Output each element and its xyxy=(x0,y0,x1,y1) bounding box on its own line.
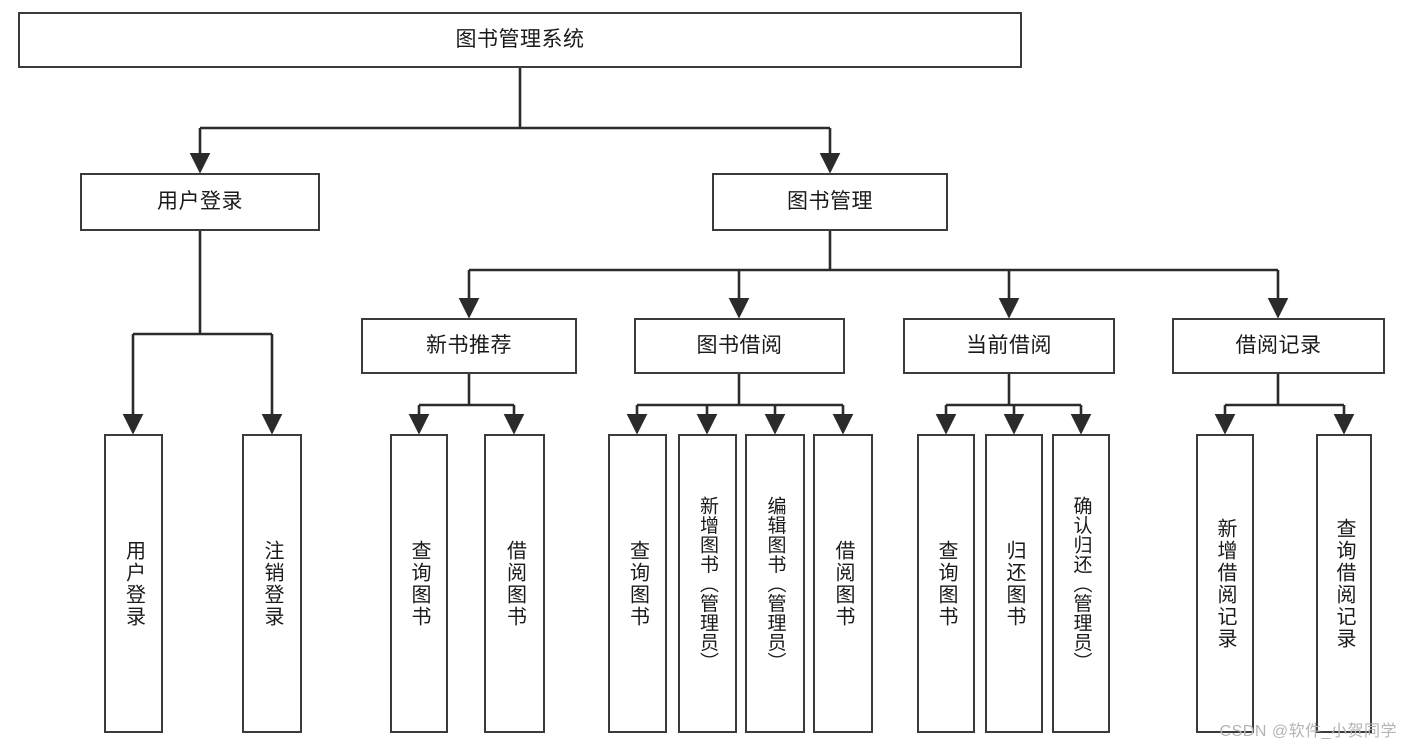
node-new-book-rec[interactable]: 新书推荐 xyxy=(361,318,577,374)
node-borrow-record[interactable]: 借阅记录 xyxy=(1172,318,1385,374)
leaf-add-record[interactable]: 新增借阅记录 xyxy=(1196,434,1254,733)
leaf-confirm-return-label: 确认归还（管理员） xyxy=(1070,495,1092,672)
leaf-query-book-br-label: 查询图书 xyxy=(626,539,649,628)
leaf-confirm-return[interactable]: 确认归还（管理员） xyxy=(1052,434,1110,733)
leaf-user-login[interactable]: 用户登录 xyxy=(104,434,163,733)
leaf-return-book-label: 归还图书 xyxy=(1003,539,1025,628)
leaf-edit-book-label: 编辑图书（管理员） xyxy=(764,495,786,672)
node-new-book-rec-label: 新书推荐 xyxy=(426,333,512,357)
leaf-query-book-rec[interactable]: 查询图书 xyxy=(390,434,448,733)
leaf-add-book[interactable]: 新增图书（管理员） xyxy=(678,434,737,733)
node-current-borrow-label: 当前借阅 xyxy=(966,333,1052,357)
node-book-borrow-label: 图书借阅 xyxy=(696,333,783,357)
node-book-borrow[interactable]: 图书借阅 xyxy=(634,318,845,374)
leaf-logout-label: 注销登录 xyxy=(261,539,283,628)
leaf-query-book-cb[interactable]: 查询图书 xyxy=(917,434,975,733)
leaf-query-book-cb-label: 查询图书 xyxy=(935,539,957,628)
node-book-admin[interactable]: 图书管理 xyxy=(712,173,948,231)
leaf-user-login-label: 用户登录 xyxy=(122,539,145,628)
leaf-borrow-book-br[interactable]: 借阅图书 xyxy=(813,434,873,733)
node-book-admin-label: 图书管理 xyxy=(787,189,873,213)
leaf-edit-book[interactable]: 编辑图书（管理员） xyxy=(745,434,805,733)
node-root-label: 图书管理系统 xyxy=(455,27,585,51)
leaf-query-record[interactable]: 查询借阅记录 xyxy=(1316,434,1372,733)
leaf-add-record-label: 新增借阅记录 xyxy=(1214,517,1236,650)
node-user-login[interactable]: 用户登录 xyxy=(80,173,320,231)
leaf-add-book-label: 新增图书（管理员） xyxy=(697,495,718,672)
leaf-borrow-book-br-label: 借阅图书 xyxy=(832,539,854,628)
leaf-borrow-book-rec[interactable]: 借阅图书 xyxy=(484,434,545,733)
leaf-query-book-br[interactable]: 查询图书 xyxy=(608,434,667,733)
node-user-login-label: 用户登录 xyxy=(157,189,243,213)
node-borrow-record-label: 借阅记录 xyxy=(1235,333,1322,357)
node-root[interactable]: 图书管理系统 xyxy=(18,12,1022,68)
leaf-query-record-label: 查询借阅记录 xyxy=(1333,517,1355,650)
node-current-borrow[interactable]: 当前借阅 xyxy=(903,318,1115,374)
leaf-query-book-rec-label: 查询图书 xyxy=(408,539,430,628)
leaf-logout[interactable]: 注销登录 xyxy=(242,434,302,733)
leaf-borrow-book-rec-label: 借阅图书 xyxy=(503,539,526,628)
leaf-return-book[interactable]: 归还图书 xyxy=(985,434,1043,733)
